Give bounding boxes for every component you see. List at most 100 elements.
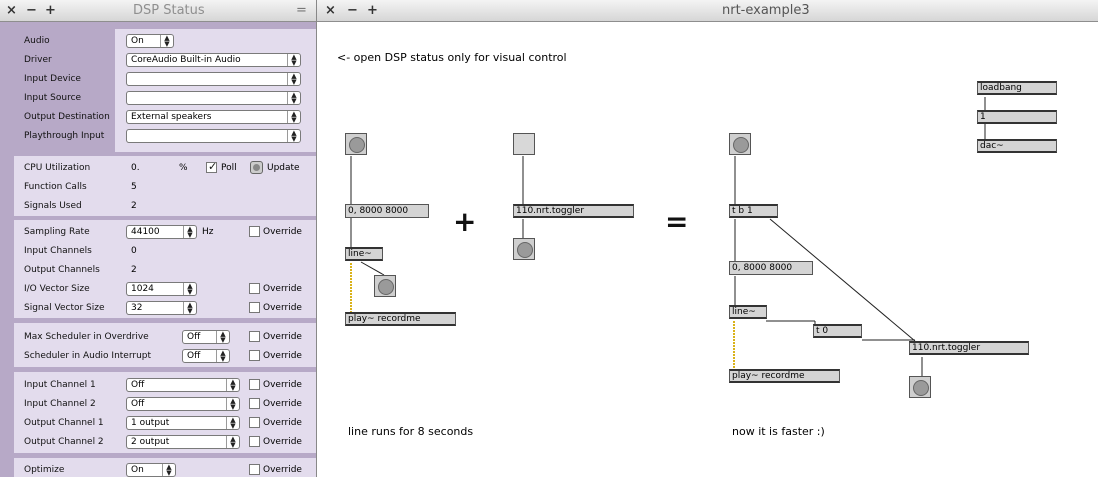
stepper-icon: ▲▼ [287, 73, 300, 85]
cpu-value: 0. [131, 163, 140, 173]
one-message[interactable]: 1 [977, 110, 1057, 124]
poll-label: Poll [221, 163, 237, 173]
stepper-icon: ▲▼ [287, 54, 300, 66]
message-box-left[interactable]: 0, 8000 8000 [345, 204, 429, 218]
input-channel-1-value: Off [131, 380, 145, 390]
input-source-label: Input Source [24, 93, 82, 103]
stepper-icon: ▲▼ [160, 35, 173, 47]
io-vector-override-label: Override [263, 284, 302, 294]
window-title: DSP Status [133, 3, 205, 18]
max-scheduler-value: Off [187, 332, 201, 342]
bang-button-done-left[interactable] [374, 275, 396, 297]
dac-object[interactable]: dac~ [977, 139, 1057, 153]
line-object-left[interactable]: line~ [345, 247, 383, 261]
poll-checkbox[interactable] [206, 160, 217, 173]
driver-value: CoreAudio Built-in Audio [131, 55, 241, 65]
message-box-right[interactable]: 0, 8000 8000 [729, 261, 813, 275]
signal-vector-value: 32 [131, 303, 143, 313]
bang-button-left[interactable] [345, 133, 367, 155]
sampling-rate-select[interactable]: 44100▲▼ [126, 225, 197, 239]
playthrough-input-label: Playthrough Input [24, 131, 105, 141]
update-button-icon[interactable] [250, 161, 263, 174]
sampling-rate-override-checkbox[interactable] [249, 226, 260, 237]
grip-icon[interactable]: = [296, 3, 307, 18]
input-channel-2-override-label: Override [263, 399, 302, 409]
close-button[interactable]: × [6, 3, 17, 18]
signals-used-label: Signals Used [24, 201, 82, 211]
output-channel-2-select[interactable]: 2 output ▲▼ [126, 435, 240, 449]
input-source-select[interactable]: ▲▼ [126, 91, 301, 105]
bang-button-done-right[interactable] [909, 376, 931, 398]
trigger-zero-object[interactable]: t 0 [813, 324, 862, 338]
line-object-right[interactable]: line~ [729, 305, 767, 319]
toggle-middle[interactable] [513, 133, 535, 155]
stepper-icon: ▲▼ [287, 130, 300, 142]
play-object-right[interactable]: play~ recordme [729, 369, 840, 383]
comment-left: line runs for 8 seconds [348, 425, 474, 438]
driver-select[interactable]: CoreAudio Built-in Audio ▲▼ [126, 53, 301, 67]
input-channel-2-select[interactable]: Off▲▼ [126, 397, 240, 411]
dsp-status-window: × − + DSP Status = Audio On▲▼ Driver Cor… [0, 0, 316, 477]
scheduler-interrupt-override-label: Override [263, 351, 302, 361]
bang-button-middle[interactable] [513, 238, 535, 260]
cpu-label: CPU Utilization [24, 163, 91, 173]
input-channel-2-override-checkbox[interactable] [249, 398, 260, 409]
output-channel-1-override-checkbox[interactable] [249, 417, 260, 428]
io-vector-select[interactable]: 1024▲▼ [126, 282, 197, 296]
bang-button-right[interactable] [729, 133, 751, 155]
output-channels-value: 2 [131, 265, 137, 275]
output-channel-1-select[interactable]: 1 output▲▼ [126, 416, 240, 430]
sampling-rate-label: Sampling Rate [24, 227, 90, 237]
optimize-select[interactable]: On▲▼ [126, 463, 176, 477]
input-device-select[interactable]: ▲▼ [126, 72, 301, 86]
minimize-button[interactable]: − [347, 3, 358, 18]
output-destination-label: Output Destination [24, 112, 110, 122]
stepper-icon: ▲▼ [226, 436, 239, 448]
input-device-label: Input Device [24, 74, 81, 84]
section-cpu-bg [14, 156, 316, 216]
output-channel-1-label: Output Channel 1 [24, 418, 104, 428]
io-vector-override-checkbox[interactable] [249, 283, 260, 294]
sampling-rate-override-label: Override [263, 227, 302, 237]
patch-cord[interactable] [769, 218, 916, 342]
update-label: Update [267, 163, 300, 173]
patch-cord[interactable] [360, 261, 385, 276]
patcher-titlebar: × − + nrt-example3 [317, 0, 1098, 22]
zoom-button[interactable]: + [45, 3, 56, 18]
input-channel-1-override-checkbox[interactable] [249, 379, 260, 390]
minimize-button[interactable]: − [26, 3, 37, 18]
scheduler-interrupt-label: Scheduler in Audio Interrupt [24, 351, 152, 361]
input-channel-1-label: Input Channel 1 [24, 380, 96, 390]
signal-vector-override-checkbox[interactable] [249, 302, 260, 313]
audio-value: On [131, 36, 144, 46]
zoom-button[interactable]: + [367, 3, 378, 18]
max-scheduler-select[interactable]: Off▲▼ [182, 330, 230, 344]
scheduler-interrupt-override-checkbox[interactable] [249, 350, 260, 361]
output-destination-select[interactable]: External speakers▲▼ [126, 110, 301, 124]
stepper-icon: ▲▼ [226, 379, 239, 391]
output-channel-2-value: 2 output [131, 437, 170, 447]
input-channel-1-select[interactable]: Off ▲▼ [126, 378, 240, 392]
output-channel-2-override-checkbox[interactable] [249, 436, 260, 447]
playthrough-input-select[interactable]: ▲▼ [126, 129, 301, 143]
window-title: nrt-example3 [722, 3, 810, 18]
optimize-override-checkbox[interactable] [249, 464, 260, 475]
max-scheduler-override-label: Override [263, 332, 302, 342]
audio-label: Audio [24, 36, 50, 46]
trigger-object[interactable]: t b 1 [729, 204, 778, 218]
stepper-icon: ▲▼ [216, 350, 229, 362]
scheduler-interrupt-select[interactable]: Off▲▼ [182, 349, 230, 363]
function-calls-label: Function Calls [24, 182, 87, 192]
play-object-left[interactable]: play~ recordme [345, 312, 456, 326]
toggler-object-right[interactable]: 110.nrt.toggler [909, 341, 1029, 355]
signal-vector-select[interactable]: 32▲▼ [126, 301, 197, 315]
toggler-object-middle[interactable]: 110.nrt.toggler [513, 204, 634, 218]
input-channels-label: Input Channels [24, 246, 92, 256]
audio-select[interactable]: On ▲▼ [126, 34, 174, 48]
input-channel-1-override-label: Override [263, 380, 302, 390]
input-channel-2-value: Off [131, 399, 145, 409]
max-scheduler-override-checkbox[interactable] [249, 331, 260, 342]
loadbang-object[interactable]: loadbang [977, 81, 1057, 95]
optimize-value: On [131, 465, 144, 475]
close-button[interactable]: × [325, 3, 336, 18]
